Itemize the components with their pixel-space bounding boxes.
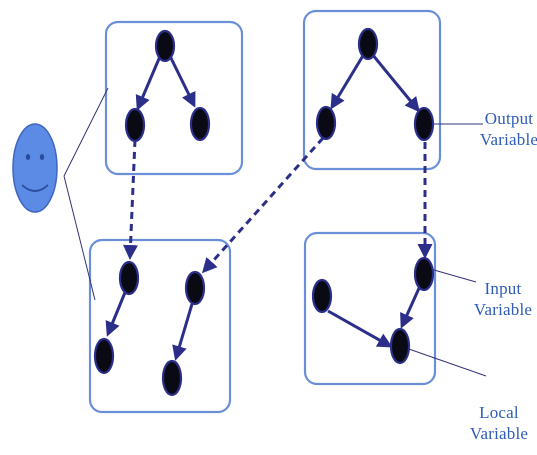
input-variable-label-line-1: Input [484, 279, 522, 298]
edge-bl-a-to-b [105, 289, 128, 337]
input-variable-label-line-2: Variable [473, 300, 533, 319]
pointer-actor-to-top-left-box [63, 87, 109, 177]
box-bottom-right [303, 231, 437, 386]
node-bl-a [118, 260, 140, 296]
edge-bl-c-to-d [172, 303, 194, 361]
output-variable-label: Output Variable [476, 108, 537, 150]
input-variable-label: Input Variable [470, 278, 536, 320]
box-bottom-left [88, 238, 232, 414]
output-variable-label-line-2: Variable [479, 130, 537, 149]
node-br-local [389, 327, 411, 365]
local-variable-label-line-1: Local [479, 403, 519, 422]
node-tl-right [189, 106, 211, 142]
pointer-local-variable [405, 347, 487, 377]
pointer-input-variable [426, 267, 477, 283]
node-tr-right-output [413, 106, 435, 142]
edge-tr-root-to-right [370, 53, 420, 113]
edge-tl-root-to-left [135, 53, 163, 111]
node-tr-left [315, 105, 337, 141]
edge-tr-root-to-left [330, 53, 366, 110]
dashed-edge-tr-to-bl [201, 136, 325, 274]
node-tl-root [154, 29, 176, 63]
output-variable-label-line-1: Output [484, 109, 534, 128]
node-tl-left [124, 107, 146, 143]
node-br-input [413, 256, 435, 292]
dashed-edge-tl-to-bl [123, 139, 139, 260]
node-tr-root [357, 27, 379, 61]
box-top-left [104, 20, 244, 176]
edge-tl-root-to-right [167, 53, 196, 108]
box-top-right [302, 9, 442, 171]
edge-br-left-to-local [327, 309, 393, 348]
node-bl-d [161, 359, 183, 397]
node-br-left [311, 278, 333, 314]
smiley-face-icon [12, 123, 58, 213]
node-bl-c [184, 270, 206, 306]
edge-br-input-to-local [400, 285, 422, 329]
node-bl-b [93, 337, 115, 375]
local-variable-label: Local Variable [464, 402, 534, 444]
local-variable-label-line-2: Variable [469, 424, 529, 443]
pointer-actor-to-bottom-left-box [63, 175, 96, 301]
